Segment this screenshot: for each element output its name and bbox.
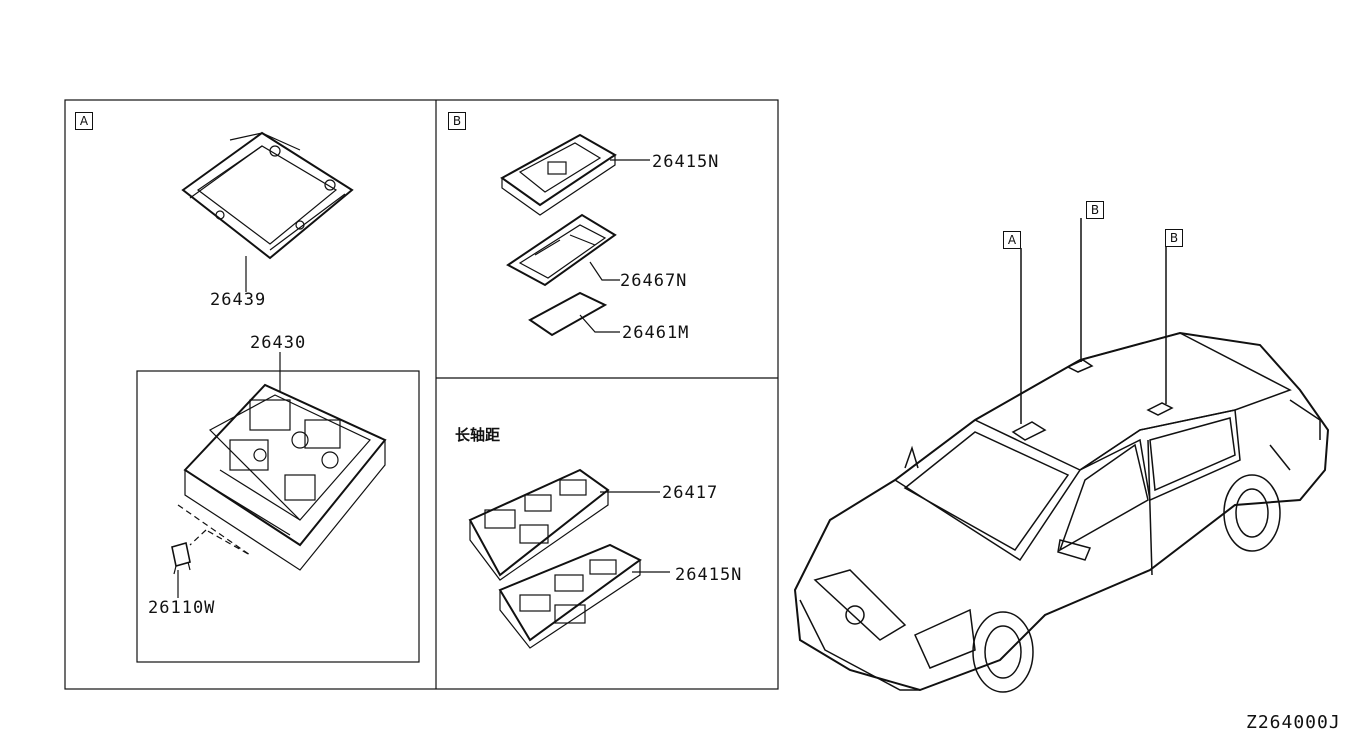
lamp-assembly-26430-drawing (177, 352, 387, 571)
vehicle-drawing (793, 218, 1330, 693)
assembly-box-26430 (136, 370, 420, 663)
part-label-26467n: 26467N (620, 271, 688, 291)
part-label-26110w: 26110W (148, 598, 216, 618)
housing-26415n-top-drawing (500, 133, 650, 216)
lens-26461m-drawing (528, 291, 620, 337)
bezel-26439-drawing (181, 131, 354, 292)
housing-26417-drawing (468, 468, 660, 581)
section-tag-b: B (448, 112, 466, 130)
vehicle-tag-b-center: B (1086, 201, 1104, 219)
diagram-code: Z264000J (1246, 712, 1341, 733)
part-label-26417: 26417 (662, 483, 719, 503)
vehicle-tag-b-rear: B (1165, 229, 1183, 247)
part-label-26461m: 26461M (622, 323, 690, 343)
housing-26467n-drawing (506, 213, 620, 287)
housing-26415n-bottom-drawing (498, 543, 670, 649)
part-label-26430: 26430 (250, 333, 307, 353)
vehicle-tag-a: A (1003, 231, 1021, 249)
part-label-26439: 26439 (210, 290, 267, 310)
section-tag-a: A (75, 112, 93, 130)
long-wheelbase-caption: 长轴距 (455, 426, 501, 444)
part-label-26415n-top: 26415N (652, 152, 720, 172)
bulb-26110w-drawing (171, 541, 191, 598)
outer-frame (64, 99, 779, 690)
part-label-26415n-bottom: 26415N (675, 565, 743, 585)
